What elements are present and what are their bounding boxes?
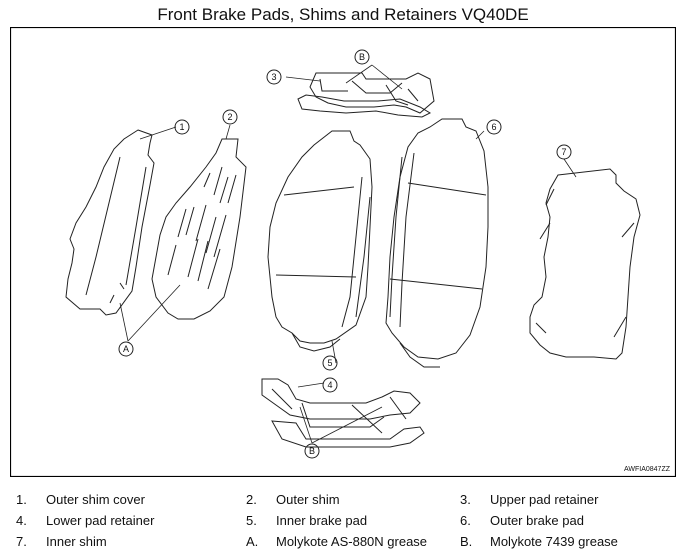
callout-b-bottom-label: B xyxy=(309,446,315,456)
legend-text: Molykote 7439 grease xyxy=(490,534,618,549)
callout-4: 4 xyxy=(322,377,338,393)
callout-1: 1 xyxy=(174,119,190,135)
legend-num: 7. xyxy=(16,534,27,549)
legend-num: B. xyxy=(460,534,473,549)
outer-shim xyxy=(151,138,247,320)
callout-4-label: 4 xyxy=(327,380,332,390)
callout-1-label: 1 xyxy=(179,122,184,132)
legend-text: Outer shim cover xyxy=(46,492,145,507)
lower-pad-retainer xyxy=(261,378,425,448)
diagram-frame: 1 2 3 B 6 7 5 4 A B AWFIA0847ZZ xyxy=(10,27,676,477)
legend-text: Inner shim xyxy=(46,534,107,549)
upper-pad-retainer xyxy=(297,72,435,118)
legend-num: 4. xyxy=(16,513,27,528)
legend-text: Inner brake pad xyxy=(276,513,368,528)
inner-brake-pad xyxy=(267,130,373,352)
legend-num: 3. xyxy=(460,492,471,507)
legend-num: 1. xyxy=(16,492,27,507)
figure-border xyxy=(10,27,676,477)
legend-num: 2. xyxy=(246,492,257,507)
figure-code: AWFIA0847ZZ xyxy=(624,466,671,473)
legend-num: 6. xyxy=(460,513,471,528)
callout-7-label: 7 xyxy=(561,147,566,157)
legend-text: Outer shim xyxy=(276,492,340,507)
legend-text: Molykote AS-880N grease xyxy=(276,534,428,549)
callout-2-label: 2 xyxy=(227,112,232,122)
legend-num: 5. xyxy=(246,513,257,528)
callout-3: 3 xyxy=(266,69,282,85)
leader-lines xyxy=(119,64,577,444)
callout-5: 5 xyxy=(322,355,338,371)
callout-7: 7 xyxy=(556,144,572,160)
legend-num: A. xyxy=(246,534,259,549)
outer-shim-cover xyxy=(65,129,155,316)
outer-brake-pad xyxy=(385,118,489,368)
callout-b-bottom: B xyxy=(304,443,320,459)
callout-6: 6 xyxy=(486,119,502,135)
legend-text: Lower pad retainer xyxy=(46,513,155,528)
callout-6-label: 6 xyxy=(491,122,496,132)
callout-b-top: B xyxy=(354,49,370,65)
diagram-title: Front Brake Pads, Shims and Retainers VQ… xyxy=(157,5,529,24)
legend-text: Upper pad retainer xyxy=(490,492,599,507)
inner-shim xyxy=(529,168,641,360)
callout-a-label: A xyxy=(123,344,129,354)
callout-3-label: 3 xyxy=(271,72,276,82)
legend-text: Outer brake pad xyxy=(490,513,584,528)
callout-2: 2 xyxy=(222,109,238,125)
callout-a: A xyxy=(118,341,134,357)
callout-b-top-label: B xyxy=(359,52,365,62)
callout-5-label: 5 xyxy=(327,358,332,368)
